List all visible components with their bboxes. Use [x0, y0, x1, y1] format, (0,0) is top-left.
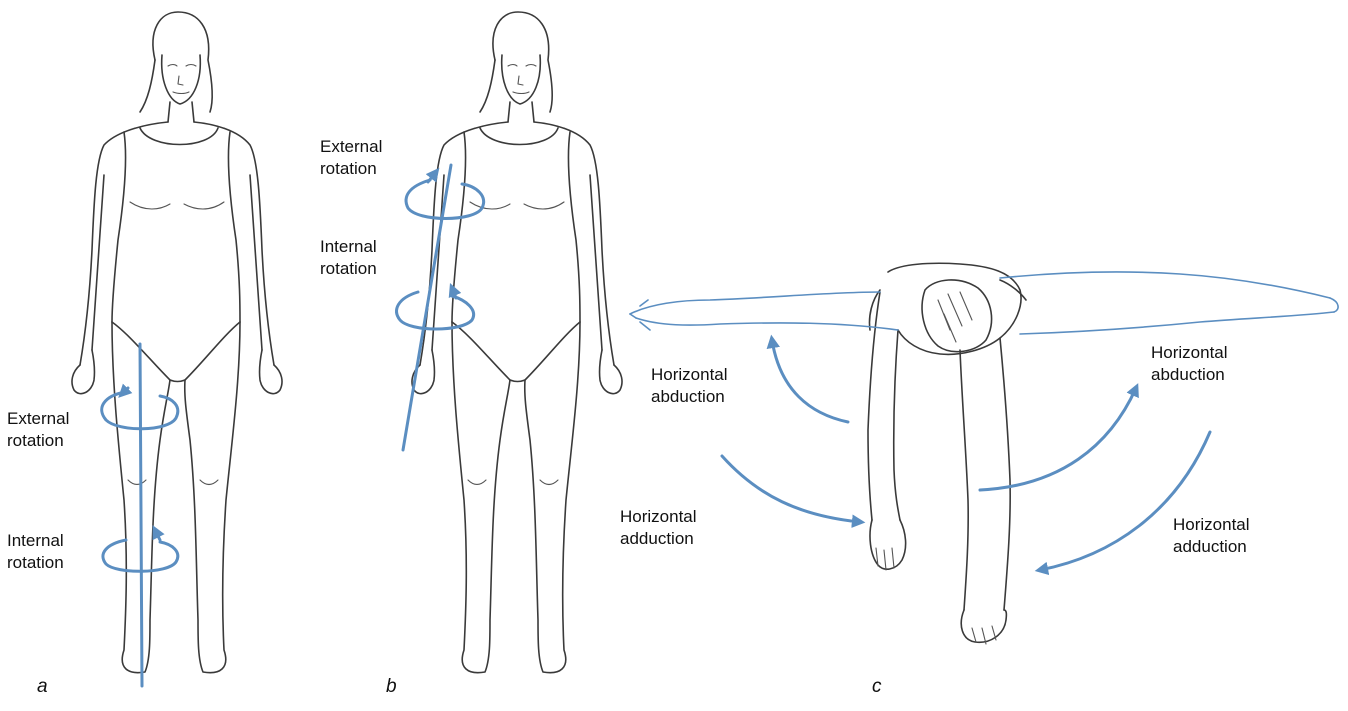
label-c-left-adduction-line1: Horizontal: [620, 506, 697, 528]
panel-letter-a: a: [37, 676, 48, 698]
label-a-external-line2: rotation: [7, 430, 69, 452]
label-c-right-adduction-line1: Horizontal: [1173, 514, 1250, 536]
label-a-internal-line1: Internal: [7, 530, 64, 552]
label-c-left-abduction-line2: abduction: [651, 386, 728, 408]
label-c-left-abduction-line1: Horizontal: [651, 364, 728, 386]
label-c-left-adduction-line2: adduction: [620, 528, 697, 550]
label-b-internal-rotation: Internal rotation: [320, 236, 377, 280]
label-a-internal-line2: rotation: [7, 552, 64, 574]
label-b-external-line1: External: [320, 136, 382, 158]
panel-letter-b: b: [386, 676, 397, 698]
label-b-external-line2: rotation: [320, 158, 382, 180]
label-b-internal-line2: rotation: [320, 258, 377, 280]
panel-letter-c: c: [872, 676, 882, 698]
label-a-external-line1: External: [7, 408, 69, 430]
label-a-internal-rotation: Internal rotation: [7, 530, 64, 574]
label-c-right-adduction-line2: adduction: [1173, 536, 1250, 558]
label-c-right-abduction-line1: Horizontal: [1151, 342, 1228, 364]
figure-a-body: [72, 12, 282, 673]
figure-c-body: [630, 263, 1338, 644]
figure-a-arrows: [102, 344, 178, 686]
label-c-left-abduction: Horizontal abduction: [651, 364, 728, 408]
figure-b-arrows: [397, 165, 484, 450]
label-c-right-adduction: Horizontal adduction: [1173, 514, 1250, 558]
label-c-left-adduction: Horizontal adduction: [620, 506, 697, 550]
figure-b-body: [412, 12, 622, 673]
label-c-right-abduction: Horizontal abduction: [1151, 342, 1228, 386]
label-a-external-rotation: External rotation: [7, 408, 69, 452]
label-b-external-rotation: External rotation: [320, 136, 382, 180]
label-c-right-abduction-line2: abduction: [1151, 364, 1228, 386]
label-b-internal-line1: Internal: [320, 236, 377, 258]
